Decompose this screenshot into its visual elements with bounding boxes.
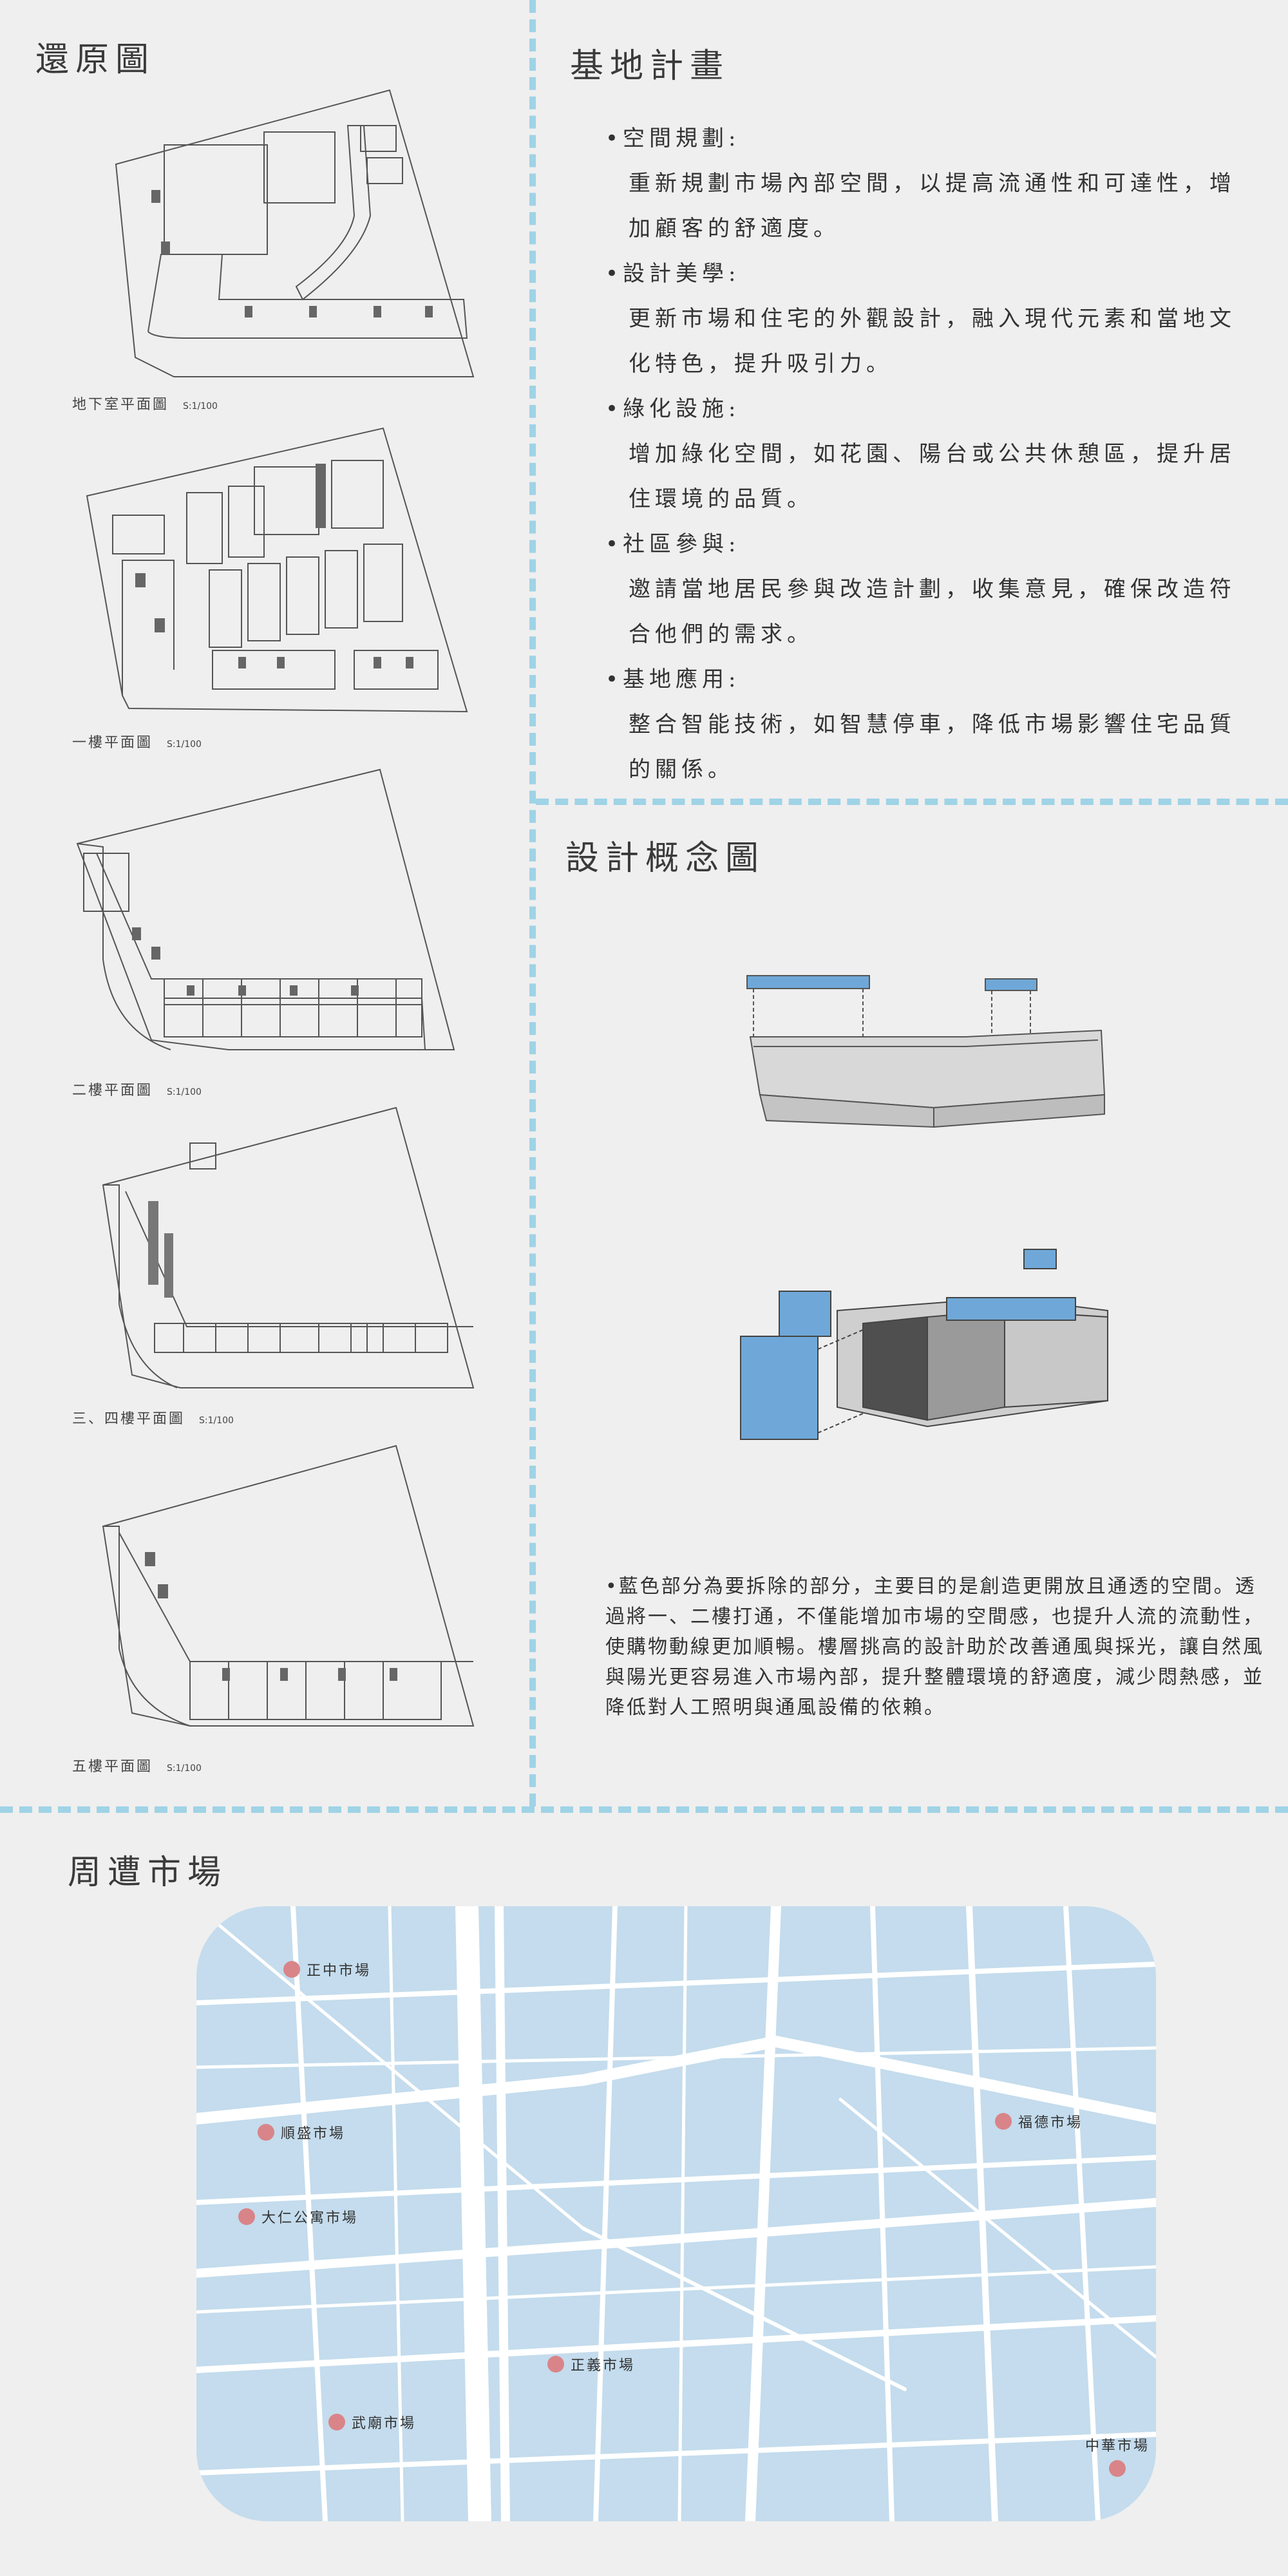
markets-title: 周遭市場	[68, 1853, 228, 1892]
pin-dot	[995, 2113, 1012, 2130]
plan-item-head: •綠化設施:	[605, 396, 741, 422]
plan-item: •空間規劃: 重新規劃市場內部空間，以提高流通性和可達性，增加顧客的舒適度。	[605, 116, 1236, 251]
plan-drawing-2f	[76, 768, 455, 1050]
plan-name: 地下室平面圖	[72, 397, 169, 413]
plan-name: 五樓平面圖	[72, 1759, 153, 1775]
plan-caption: 三、四樓平面圖 S:1/100	[72, 1407, 234, 1428]
plan-caption: 五樓平面圖 S:1/100	[72, 1755, 202, 1776]
market-label: 大仁公寓市場	[261, 2210, 359, 2226]
concept-model-top	[746, 975, 1106, 1128]
pin-dot	[258, 2124, 274, 2141]
plan-item: •設計美學: 更新市場和住宅的外觀設計，融入現代元素和當地文化特色，提升吸引力。	[605, 251, 1236, 386]
plan-scale: S:1/100	[183, 401, 218, 412]
plan-name: 一樓平面圖	[72, 735, 153, 751]
concept-note: •藍色部分為要拆除的部分，主要目的是創造更開放且通透的空間。透過將一、二樓打通，…	[605, 1575, 1264, 1719]
market-label: 正中市場	[307, 1963, 372, 1979]
plan-item-head: •設計美學:	[605, 261, 741, 287]
plan-caption: 地下室平面圖 S:1/100	[72, 393, 218, 413]
plan-item: •綠化設施: 增加綠化空間，如花園、陽台或公共休憩區，提升居住環境的品質。	[605, 386, 1236, 522]
plan-drawing-5f	[102, 1444, 475, 1727]
plan-item-head: •社區參與:	[605, 531, 741, 557]
plan-scale: S:1/100	[199, 1416, 234, 1426]
plan-item-text: 更新市場和住宅的外觀設計，融入現代元素和當地文化特色，提升吸引力。	[629, 306, 1236, 377]
plan-caption: 一樓平面圖 S:1/100	[72, 731, 202, 752]
plan-scale: S:1/100	[167, 739, 202, 750]
street-map	[196, 1906, 1156, 2521]
pin-dot	[547, 2356, 564, 2372]
plan-item-head: •空間規劃:	[605, 126, 741, 151]
market-pin[interactable]: 武廟市場	[328, 2412, 416, 2432]
restore-title: 還原圖	[35, 41, 156, 79]
plan-name: 三、四樓平面圖	[72, 1411, 185, 1427]
market-pin[interactable]: 福德市場	[995, 2111, 1083, 2132]
plan-item-text: 重新規劃市場內部空間，以提高流通性和可達性，增加顧客的舒適度。	[629, 171, 1236, 242]
market-pin[interactable]: 順盛市場	[258, 2122, 345, 2143]
plan-item-head: •基地應用:	[605, 667, 741, 692]
plan-scale: S:1/100	[167, 1087, 202, 1097]
market-pin[interactable]: 中華市場	[1085, 2434, 1150, 2477]
concept-model-bottom	[740, 1249, 1108, 1440]
plan-caption: 二樓平面圖 S:1/100	[72, 1079, 202, 1099]
pin-dot	[283, 1961, 300, 1978]
plan-name: 二樓平面圖	[72, 1083, 153, 1099]
site-plan-list: •空間規劃: 重新規劃市場內部空間，以提高流通性和可達性，增加顧客的舒適度。 •設…	[605, 116, 1236, 792]
market-label: 武廟市場	[352, 2416, 417, 2432]
market-label: 中華市場	[1085, 2438, 1150, 2454]
market-label: 順盛市場	[281, 2126, 346, 2142]
right-divider	[536, 799, 1288, 805]
site-plan-title: 基地計畫	[570, 47, 730, 86]
market-label: 正義市場	[571, 2358, 636, 2374]
market-pin[interactable]: 正義市場	[547, 2354, 635, 2374]
plan-item-text: 整合智能技術，如智慧停車，降低市場影響住宅品質的關係。	[629, 712, 1236, 782]
market-pin[interactable]: 正中市場	[283, 1959, 371, 1980]
market-pin[interactable]: 大仁公寓市場	[238, 2206, 358, 2227]
pin-dot	[328, 2414, 345, 2430]
market-label: 福德市場	[1018, 2115, 1083, 2131]
plan-scale: S:1/100	[167, 1763, 202, 1774]
plan-drawing-3f-4f	[102, 1106, 475, 1388]
plan-drawing-1f	[86, 427, 468, 713]
horizontal-divider	[0, 1806, 1288, 1813]
concept-title: 設計概念圖	[565, 839, 766, 878]
pin-dot	[238, 2208, 255, 2225]
vertical-divider	[529, 0, 536, 1806]
plan-item: •社區參與: 邀請當地居民參與改造計劃，收集意見，確保改造符合他們的需求。	[605, 522, 1236, 657]
pin-dot	[1109, 2460, 1126, 2477]
plan-item-text: 增加綠化空間，如花園、陽台或公共休憩區，提升居住環境的品質。	[629, 441, 1236, 512]
markets-map: 正中市場 順盛市場 大仁公寓市場 正義市場 武廟市場 福德市場 中華市場	[196, 1906, 1156, 2521]
plan-drawing-basement	[115, 89, 475, 377]
plan-item: •基地應用: 整合智能技術，如智慧停車，降低市場影響住宅品質的關係。	[605, 657, 1236, 792]
plan-item-text: 邀請當地居民參與改造計劃，收集意見，確保改造符合他們的需求。	[629, 576, 1236, 647]
